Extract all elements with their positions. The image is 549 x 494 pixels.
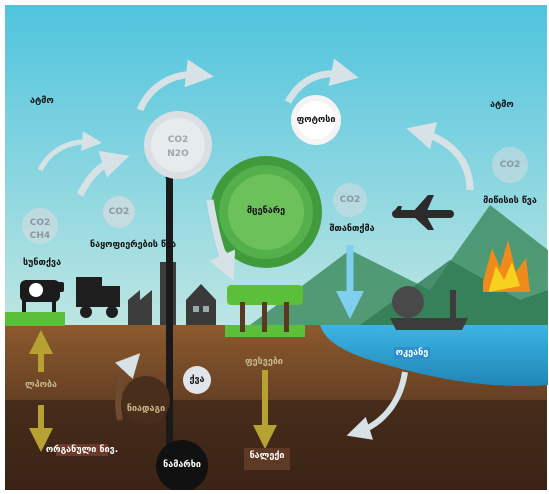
arrow-emissions-up bbox=[76, 150, 130, 197]
label-decay: ლპობა bbox=[24, 380, 58, 390]
gear-co2-sky bbox=[333, 183, 367, 217]
label-soil: ნიადაგი bbox=[126, 404, 166, 414]
label-gas-co2-cow: CO2 bbox=[29, 218, 51, 228]
tree-row bbox=[227, 285, 303, 332]
gear-fossil bbox=[156, 440, 208, 492]
label-coal: ქვა bbox=[189, 375, 205, 385]
house-silhouette bbox=[186, 284, 216, 325]
label-gas-co2-sky: CO2 bbox=[339, 195, 361, 205]
label-organic: ორგანული ნივ. bbox=[45, 445, 119, 455]
plant-sunflower bbox=[210, 156, 322, 268]
ocean-water bbox=[320, 325, 548, 386]
gear-coal bbox=[183, 366, 211, 394]
arrow-atmosphere-cycle bbox=[136, 59, 214, 112]
label-deposits: ნალექი bbox=[249, 451, 285, 461]
label-atmosphere-left: ატმო bbox=[30, 96, 54, 106]
tag-ocean-bg bbox=[394, 347, 430, 359]
label-vehicle-exhaust: ნაყოფიერების წვა bbox=[90, 240, 177, 250]
forest-fire bbox=[483, 240, 530, 292]
gear-decay bbox=[122, 376, 170, 424]
cow bbox=[20, 280, 64, 312]
label-photosynthesis: ფოტოსი bbox=[296, 115, 336, 125]
arrow-to-plants bbox=[206, 199, 236, 281]
label-gas-co2-top: CO2 bbox=[167, 135, 189, 145]
gear-co2-right bbox=[492, 147, 528, 183]
label-ocean-uptake: შთანთქმა bbox=[329, 224, 375, 234]
gear-co2-truck bbox=[103, 196, 135, 228]
arrow-decay-cycle bbox=[115, 353, 141, 421]
truck bbox=[76, 277, 120, 318]
label-gas-ch4-cow: CH4 bbox=[29, 231, 51, 241]
label-gas-co2-truck: CO2 bbox=[108, 207, 130, 217]
label-fossils: ნამარხი bbox=[163, 460, 201, 470]
airplane bbox=[392, 195, 454, 230]
drill-pipe bbox=[166, 175, 173, 475]
tag-organic-bg bbox=[56, 444, 108, 456]
label-roots: ფესვები bbox=[245, 357, 283, 367]
label-gas-co2-right: CO2 bbox=[499, 160, 521, 170]
gear-photosynthesis bbox=[291, 95, 341, 145]
grass-left bbox=[5, 312, 65, 326]
label-respiration: სუნთქვა bbox=[22, 258, 62, 268]
arrow-respiration bbox=[37, 131, 102, 172]
gear-co2-cow bbox=[22, 208, 58, 244]
arrow-photosynthesis bbox=[284, 58, 359, 104]
gear-ship bbox=[392, 286, 424, 318]
label-ocean: ოკეანე bbox=[395, 348, 429, 358]
label-forest-fire: მიწისის წვა bbox=[483, 196, 537, 206]
label-plants: მცენარე bbox=[246, 206, 286, 216]
arrow-fire-to-air bbox=[406, 122, 474, 191]
label-atmosphere-right: ატმო bbox=[490, 100, 514, 110]
gear-co2-n2o bbox=[144, 111, 212, 179]
label-gas-n2o-top: N2O bbox=[167, 149, 189, 159]
arrow-ocean-to-sediment bbox=[346, 371, 408, 440]
ship bbox=[390, 290, 468, 330]
tag-deposits-bg bbox=[244, 448, 290, 470]
